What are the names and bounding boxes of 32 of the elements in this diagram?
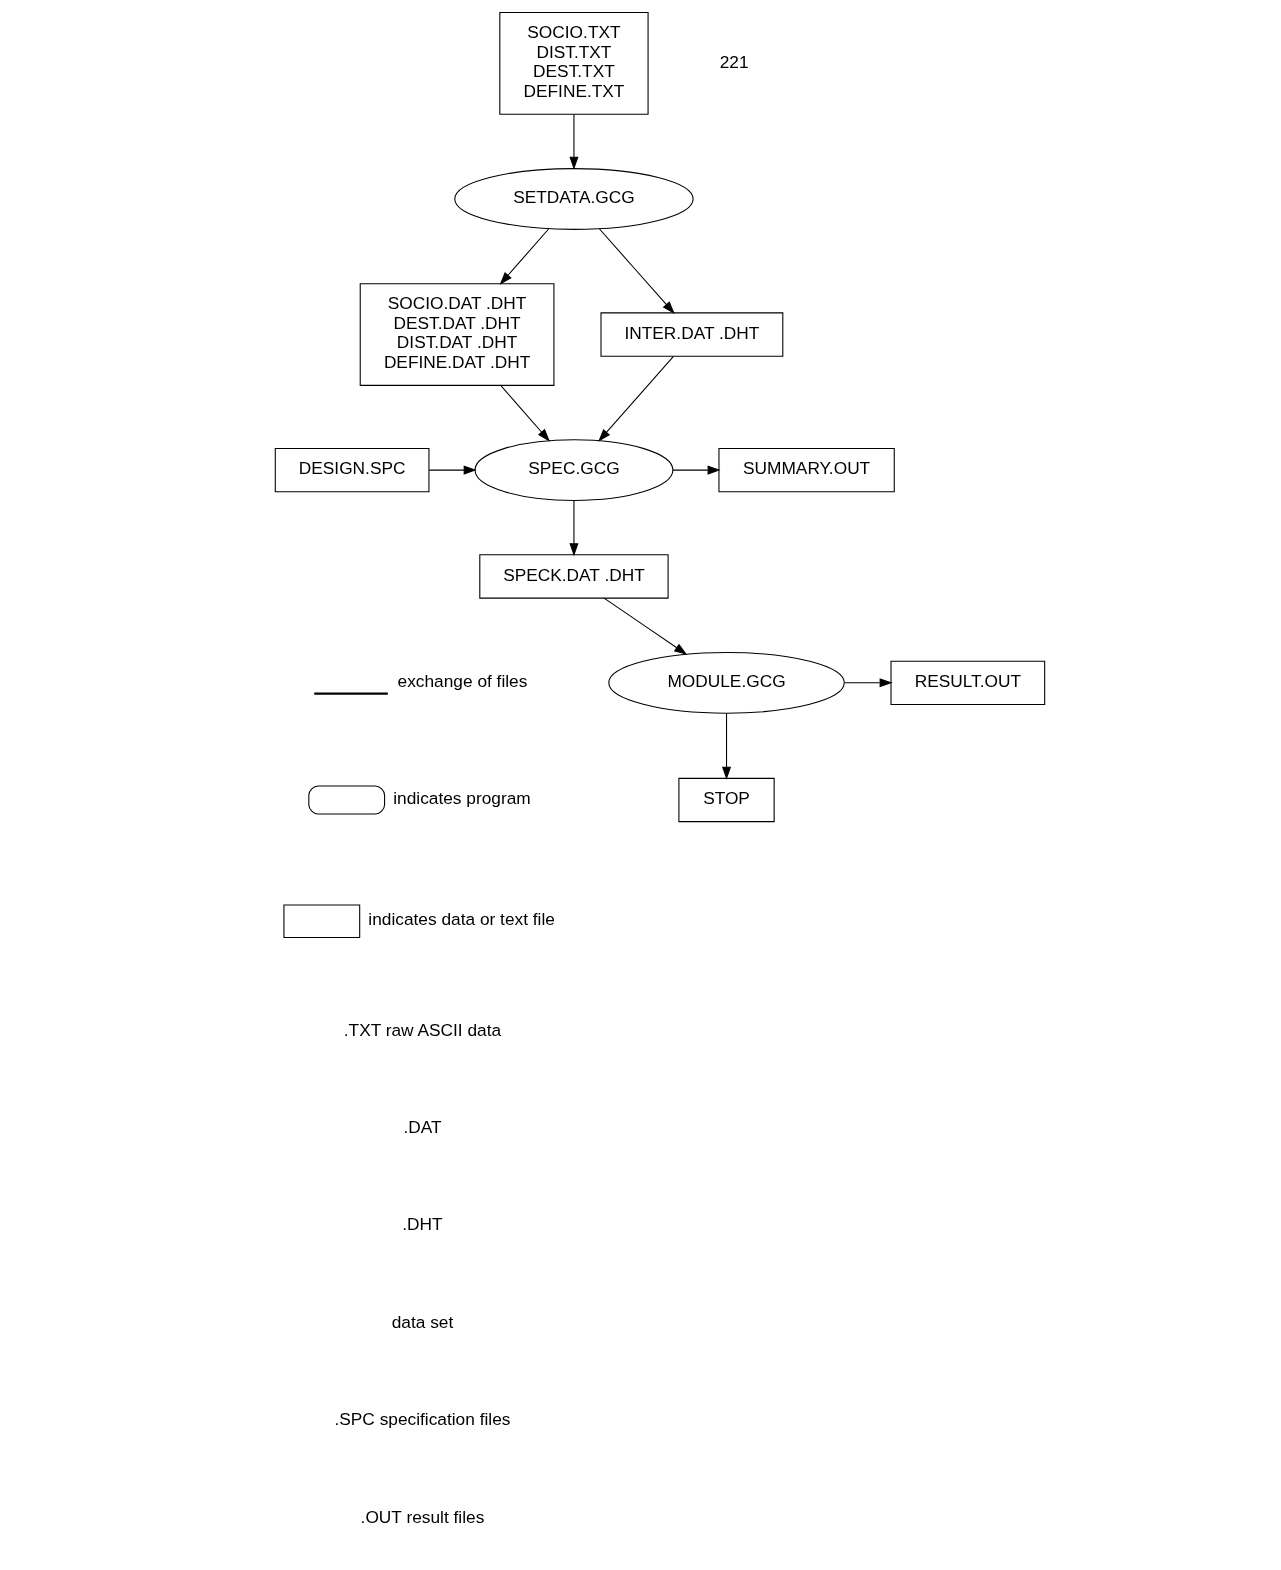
arrow	[569, 500, 579, 557]
node-box: SPECK.DAT .DHT	[479, 554, 669, 599]
arrow	[603, 597, 688, 655]
node-ellipse: SETDATA.GCG	[454, 168, 694, 230]
arrow	[500, 385, 550, 442]
arrow	[428, 465, 477, 475]
arrow	[569, 113, 579, 170]
arrow	[598, 355, 674, 442]
label: 221	[719, 51, 749, 72]
node-box: SOCIO.DAT .DHT DEST.DAT .DHT DIST.DAT .DHT DEFINE.DAT .DHT	[359, 283, 555, 386]
legend-label: exchange of files	[397, 670, 528, 691]
label: .DHT	[402, 1214, 443, 1235]
arrow	[672, 465, 721, 475]
node-box: SUMMARY.OUT	[718, 447, 895, 493]
arrow	[721, 713, 732, 780]
node-box: DESIGN.SPC	[274, 447, 430, 493]
label: .DAT	[403, 1117, 442, 1138]
node-ellipse: MODULE.GCG	[608, 651, 845, 714]
label: .OUT result files	[360, 1506, 485, 1527]
legend-label: indicates program	[393, 788, 531, 809]
node-ellipse: SPEC.GCG	[474, 439, 674, 502]
node-box: STOP	[678, 777, 775, 823]
node-box: RESULT.OUT	[890, 660, 1046, 705]
node-box: SOCIO.TXT DIST.TXT DEST.TXT DEFINE.TXT	[499, 12, 649, 115]
label: .SPC specification files	[334, 1409, 511, 1430]
legend-label: indicates data or text file	[368, 909, 555, 930]
label: .TXT raw ASCII data	[343, 1019, 502, 1040]
arrow	[499, 228, 550, 285]
arrow	[599, 228, 675, 315]
label: data set	[391, 1311, 454, 1332]
node-box: INTER.DAT .DHT	[600, 312, 784, 357]
arrow	[844, 678, 893, 688]
